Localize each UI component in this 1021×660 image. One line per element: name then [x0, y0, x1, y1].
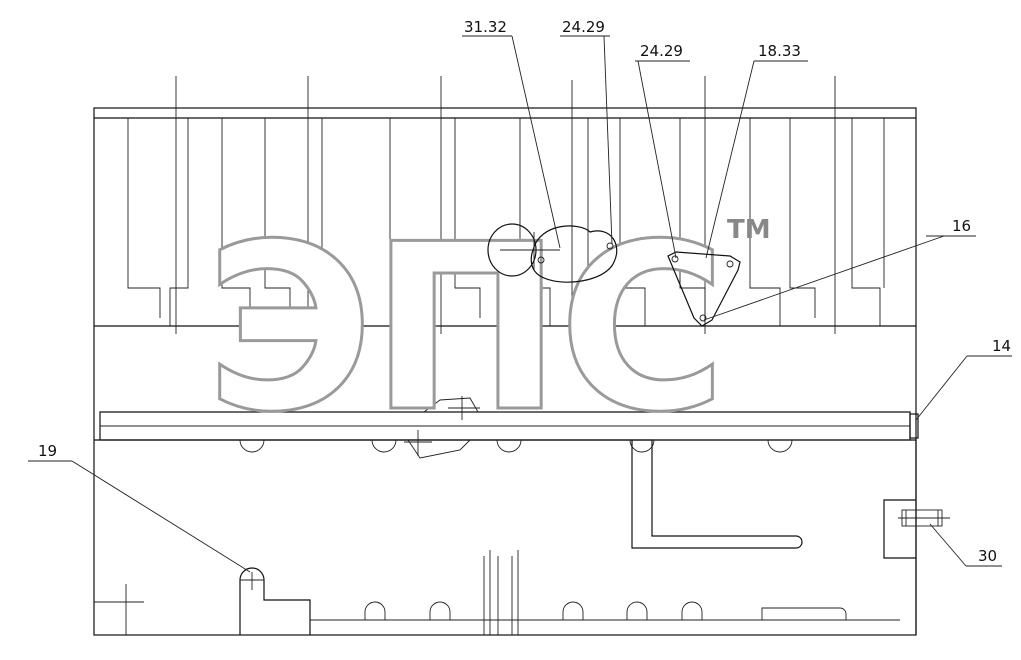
callout-16: 16 — [952, 217, 971, 235]
lower-passage — [631, 439, 910, 549]
right-end-plug — [909, 413, 919, 439]
watermark-tm: TM — [727, 215, 771, 245]
callout-24-29-a: 24.29 — [562, 18, 605, 36]
callout-30: 30 — [978, 547, 997, 565]
watermark-logo: ЭПС TM — [204, 195, 771, 465]
upper-ribs — [127, 76, 885, 334]
callout-18-33: 18.33 — [758, 42, 801, 60]
bottom-details — [94, 550, 900, 635]
right-flange — [883, 499, 950, 559]
triangular-flange-part — [667, 251, 741, 327]
callout-24-29-b: 24.29 — [640, 42, 683, 60]
callout-14: 14 — [992, 337, 1011, 355]
callout-labels: 31.32 24.29 24.29 18.33 16 14 19 30 — [38, 18, 1011, 565]
callout-31-32: 31.32 — [464, 18, 507, 36]
watermark-text: ЭПС — [205, 196, 723, 463]
callout-19: 19 — [38, 442, 57, 460]
round-flange-part — [487, 223, 618, 283]
leader-lines — [28, 35, 1012, 573]
